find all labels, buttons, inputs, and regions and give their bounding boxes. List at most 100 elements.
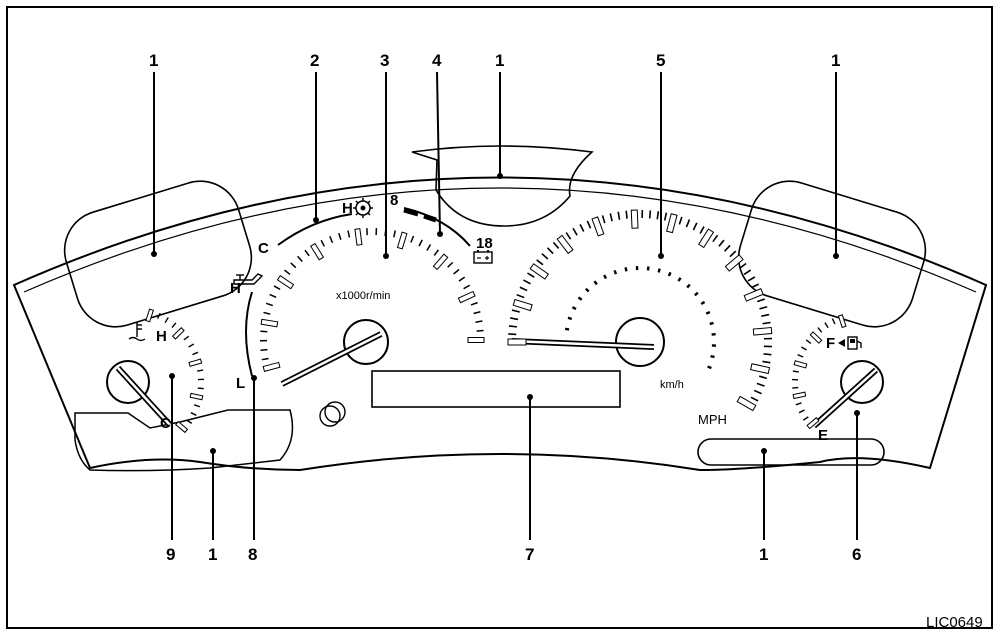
gauge-tick <box>798 409 805 414</box>
gauge-tick <box>188 343 195 348</box>
speedometer-hub <box>615 317 665 367</box>
gauge-tick <box>739 262 747 269</box>
gauge-tick <box>511 309 520 313</box>
figure-code: LIC0649 <box>926 614 983 631</box>
gauge-tick <box>572 227 578 236</box>
gauge-tick <box>686 283 691 289</box>
temperature-cold-label: C <box>160 415 171 432</box>
gauge-tick <box>164 317 169 324</box>
cluster-housing <box>12 176 988 472</box>
temperature-gauge: H C <box>106 308 204 434</box>
gauge-tick <box>762 321 771 325</box>
gauge-tick <box>752 326 773 336</box>
voltmeter-low-label: 8 <box>390 192 398 209</box>
gauge-tick <box>707 365 712 370</box>
oil-pressure-arc <box>245 291 253 377</box>
gauge-tick <box>657 268 661 273</box>
gauge-tick <box>831 318 836 325</box>
gauge-tick <box>556 234 574 255</box>
gauge-tick <box>698 228 715 249</box>
gauge-tick <box>729 250 737 258</box>
gauge-tick <box>552 241 560 249</box>
callout-1-bottom-mid-right: 1 <box>759 545 768 564</box>
gauge-tick <box>536 259 544 266</box>
tachometer-unit: x1000r/min <box>336 290 390 302</box>
gauge-tick <box>265 302 274 307</box>
gauge-tick <box>510 317 519 321</box>
fuel-gauge: F E <box>792 314 884 444</box>
gauge-tick <box>197 369 204 372</box>
gauge-tick <box>433 249 440 256</box>
gauge-tick <box>809 331 823 344</box>
oil-can-icon <box>233 273 264 285</box>
gauge-tick <box>527 272 535 278</box>
gauge-tick <box>802 416 809 421</box>
gauge-tick <box>273 285 281 290</box>
gauge-tick <box>762 360 771 364</box>
gauge-tick <box>694 291 699 297</box>
gauge-tick <box>792 386 799 389</box>
gauge-tick <box>508 325 518 328</box>
cluster-inner-edge <box>23 187 977 293</box>
gauge-tick <box>801 346 807 351</box>
gauge-tick <box>529 263 550 280</box>
gauge-tick <box>678 216 683 225</box>
gauge-tick <box>795 402 802 406</box>
gauge-tick <box>685 219 691 228</box>
gauge-tick <box>410 235 415 243</box>
gauge-tick <box>743 269 752 276</box>
gauge-tick <box>310 242 325 261</box>
gauge-tick <box>792 370 799 373</box>
gauge-tick <box>261 357 269 361</box>
gauge-tick <box>171 327 185 340</box>
callout-7: 7 <box>525 545 534 564</box>
gauge-tick <box>546 247 554 255</box>
gauge-tick <box>709 321 714 326</box>
gauge-tick <box>699 226 705 234</box>
gauge-tick <box>579 224 585 232</box>
gauge-tick <box>593 280 598 286</box>
trip-reset-knob <box>319 405 341 427</box>
gauge-tick <box>665 213 678 234</box>
fuel-pump-icon <box>838 336 862 350</box>
callout-9: 9 <box>166 545 175 564</box>
gauge-tick <box>519 286 528 292</box>
gauge-tick <box>447 261 454 268</box>
gauge-tick <box>577 296 583 301</box>
gauge-tick <box>467 337 485 343</box>
gauge-tick <box>396 231 408 250</box>
gauge-tick <box>156 312 161 319</box>
gauge-tick <box>329 235 334 244</box>
gauge-tick <box>183 335 190 341</box>
gauge-tick <box>624 267 628 272</box>
gauge-tick <box>756 382 765 387</box>
gauge-tick <box>609 213 613 222</box>
gauge-tick <box>759 305 768 310</box>
gauge-tick <box>523 279 531 285</box>
lower-right-panel <box>697 438 885 466</box>
gauge-tick <box>304 249 310 257</box>
gauge-tick <box>189 392 204 401</box>
coolant-temperature-icon <box>128 322 146 342</box>
gauge-tick <box>453 268 460 275</box>
gauge-tick <box>190 412 197 416</box>
callout-4: 4 <box>432 51 442 70</box>
gauge-tick <box>418 239 423 247</box>
gauge-tick <box>824 322 829 329</box>
gauge-tick <box>723 244 731 252</box>
gauge-tick <box>837 314 847 329</box>
gauge-tick <box>667 271 672 277</box>
gauge-tick <box>750 396 759 402</box>
engine-temp-cold-label: C <box>258 240 269 257</box>
gauge-tick <box>192 351 199 356</box>
gauge-tick <box>284 269 291 276</box>
speedometer-kmh-label: km/h <box>660 379 684 391</box>
gauge-tick <box>193 404 201 408</box>
gauge-tick <box>753 389 762 395</box>
engine-temp-hot-label: H <box>342 200 353 217</box>
gauge-tick <box>761 313 770 318</box>
gauge-tick <box>724 254 744 272</box>
gauge-tick <box>470 301 478 306</box>
gauge-tick <box>260 318 279 328</box>
